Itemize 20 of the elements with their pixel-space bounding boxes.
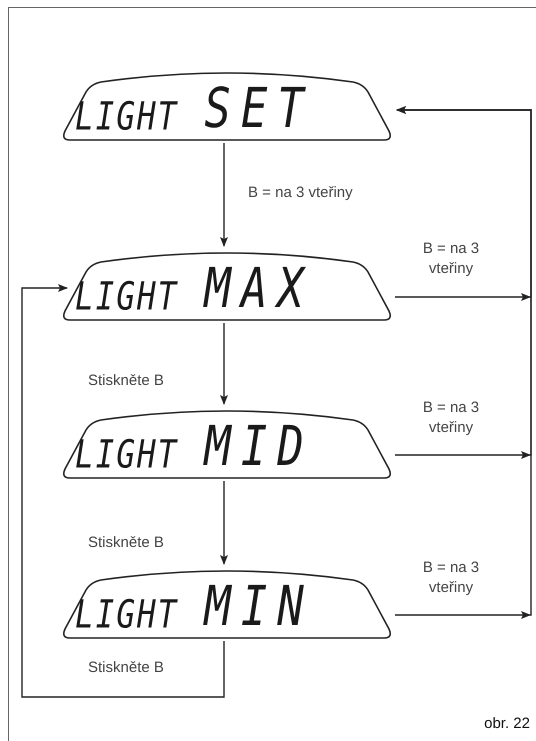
lcd-display — [63, 410, 391, 478]
display-text: MID — [204, 420, 314, 475]
display-text: LIGHT — [75, 98, 178, 137]
lcd-display — [63, 72, 391, 140]
edge-label: B = na 3 vteřiny — [422, 558, 480, 598]
lcd-display — [63, 252, 391, 320]
figure-number: obr. 22 — [484, 714, 530, 734]
display-text: MIN — [204, 580, 314, 635]
display-text: LIGHT — [75, 596, 178, 635]
edge-label: B = na 3 vteřiny — [422, 398, 480, 438]
lcd-display — [63, 570, 391, 638]
display-text: MAX — [204, 262, 314, 317]
edge-label: Stiskněte B — [88, 658, 165, 678]
display-text: LIGHT — [75, 436, 178, 475]
edge-label: B = na 3 vteřiny — [422, 239, 480, 279]
edge-label: B = na 3 vteřiny — [248, 183, 354, 203]
display-text: LIGHT — [75, 278, 178, 317]
edge-label: Stiskněte B — [88, 371, 165, 391]
display-text: SET — [204, 82, 314, 137]
edge-label: Stiskněte B — [88, 533, 165, 553]
